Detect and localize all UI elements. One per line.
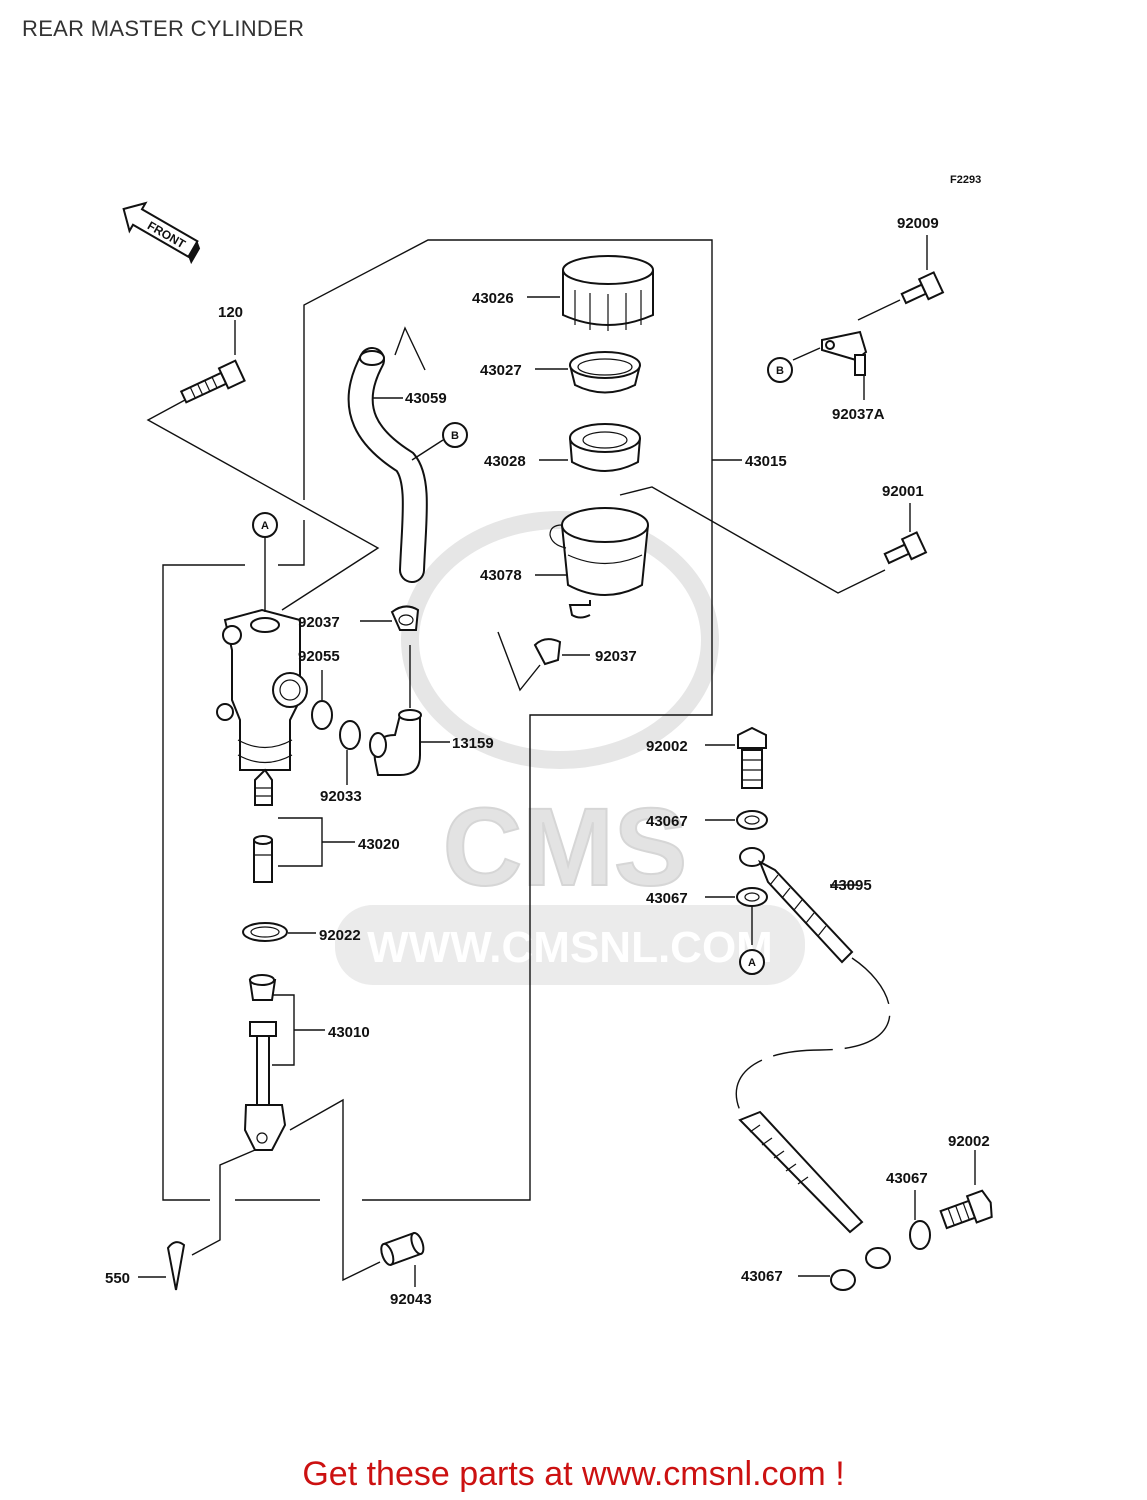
label-43027: 43027	[480, 362, 522, 379]
clip-92037-right-icon	[533, 638, 562, 666]
piston-spring-43020-icon	[253, 768, 273, 883]
callout-a-hose: A	[739, 949, 765, 975]
part-labels: 120 43026 43027 43059 43028 43015 43078 …	[105, 215, 990, 1308]
washer-43067-a-icon	[736, 810, 768, 830]
svg-text:B: B	[776, 365, 784, 377]
watermark-brand: CMS	[443, 786, 687, 909]
bolt-120-icon	[179, 359, 246, 404]
push-rod-43010-icon	[243, 974, 287, 1151]
label-43078: 43078	[480, 567, 522, 584]
label-13159: 13159	[452, 735, 494, 752]
callout-b-bracket: B	[767, 357, 793, 383]
reservoir-cap-43026-icon	[562, 255, 654, 331]
clip-92037-left-icon	[390, 605, 420, 631]
cotter-pin-550-icon	[166, 1241, 186, 1291]
label-43010: 43010	[328, 1024, 370, 1041]
label-92002-top: 92002	[646, 738, 688, 755]
master-cylinder-body-icon	[216, 608, 308, 771]
label-43028: 43028	[484, 453, 526, 470]
label-120: 120	[218, 304, 243, 321]
bolt-92001-icon	[883, 531, 928, 565]
elbow-13159-icon	[369, 709, 422, 776]
label-92055: 92055	[298, 648, 340, 665]
label-92037-right: 92037	[595, 648, 637, 665]
svg-text:B: B	[451, 430, 459, 442]
bracket-92037a-icon	[821, 330, 868, 376]
circlip-92033-icon	[339, 720, 361, 750]
label-43067-d: 43067	[741, 1268, 783, 1285]
reservoir-43078-icon	[549, 507, 649, 619]
callout-b-hose: B	[442, 422, 468, 448]
label-43067-b: 43067	[646, 890, 688, 907]
banjo-bolt-92002-top-icon	[737, 726, 767, 789]
label-92037a: 92037A	[832, 406, 885, 423]
label-92022: 92022	[319, 927, 361, 944]
label-92009: 92009	[897, 215, 939, 232]
watermark-url: WWW.CMSNL.COM	[367, 923, 773, 972]
footer-promo-link[interactable]: Get these parts at www.cmsnl.com !	[302, 1455, 845, 1493]
label-43067-c: 43067	[886, 1170, 928, 1187]
label-43020: 43020	[358, 836, 400, 853]
bolt-92009-icon	[900, 271, 945, 305]
label-92033: 92033	[320, 788, 362, 805]
callout-a-top: A	[252, 512, 278, 538]
washer-43067-d-icon	[830, 1269, 856, 1291]
label-92037-left: 92037	[298, 614, 340, 631]
pin-92043-icon	[380, 1231, 425, 1267]
diagram-code: F2293	[950, 174, 981, 186]
label-43067-a: 43067	[646, 813, 688, 830]
o-ring-92055-icon	[311, 700, 333, 730]
svg-text:A: A	[748, 957, 756, 969]
diaphragm-43028-icon	[569, 423, 641, 472]
svg-text:A: A	[261, 520, 269, 532]
label-43095: 43095	[830, 877, 872, 894]
watermark: CMS WWW.CMSNL.COM	[335, 511, 805, 985]
circlip-92022-icon	[242, 922, 288, 942]
label-43026: 43026	[472, 290, 514, 307]
label-43015: 43015	[745, 453, 787, 470]
banjo-bolt-92002-bottom-icon	[939, 1189, 993, 1230]
washer-43067-c-icon	[909, 1220, 931, 1250]
label-43059: 43059	[405, 390, 447, 407]
front-arrow-icon: FRONT	[122, 201, 201, 265]
assembly-outline	[162, 239, 742, 1201]
label-550: 550	[105, 1270, 130, 1287]
brake-hose-43095-icon	[735, 847, 891, 1269]
hose-43059-icon	[347, 347, 428, 583]
label-92001: 92001	[882, 483, 924, 500]
washer-43067-b-icon	[736, 887, 768, 907]
label-92002-bottom: 92002	[948, 1133, 990, 1150]
page-title: REAR MASTER CYLINDER	[22, 16, 305, 41]
label-92043: 92043	[390, 1291, 432, 1308]
plate-43027-icon	[569, 351, 641, 394]
